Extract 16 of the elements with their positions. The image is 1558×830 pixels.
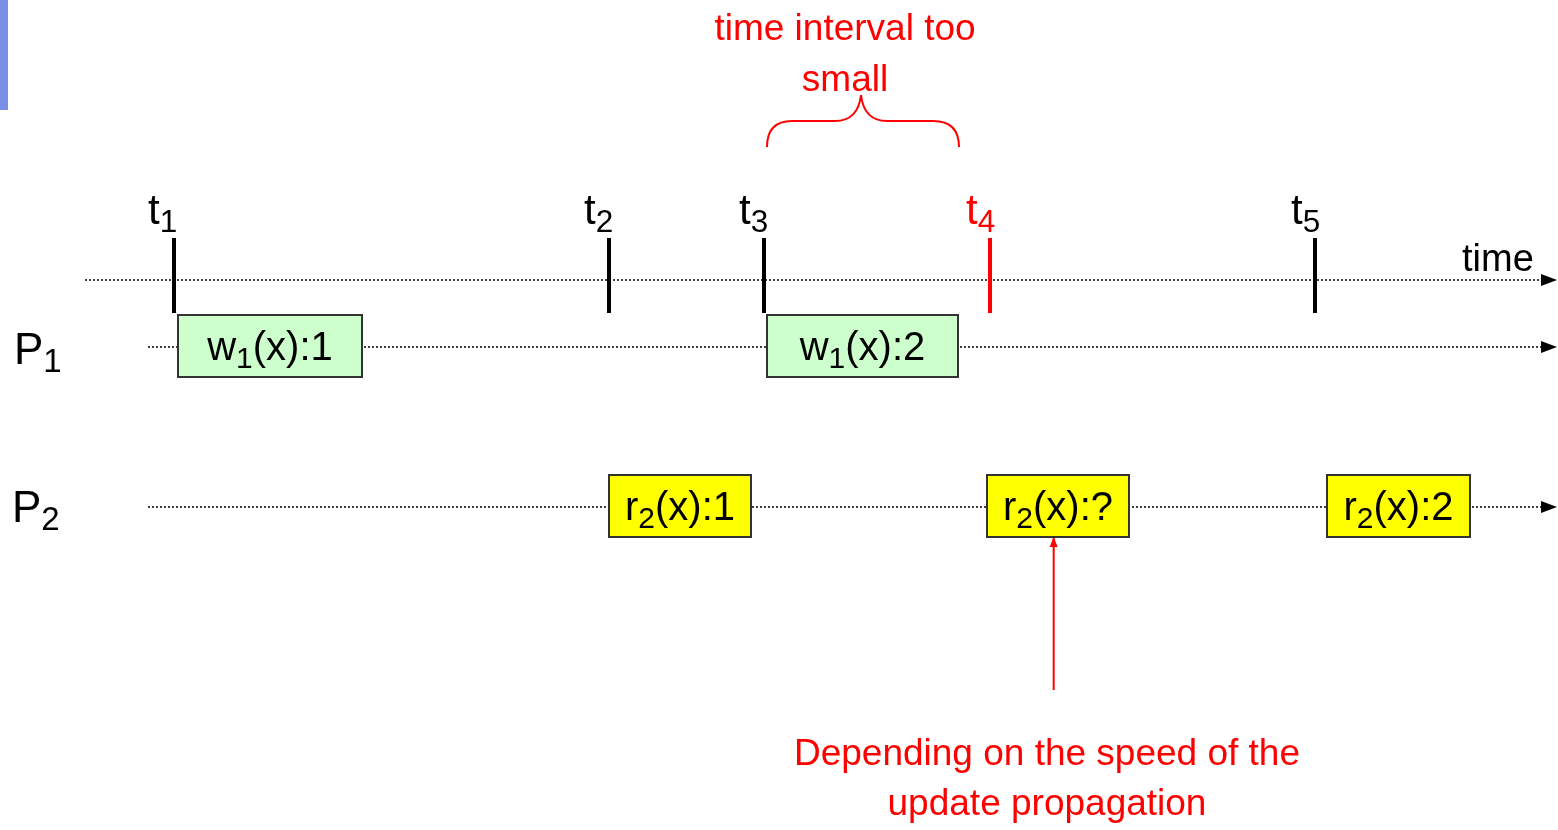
annotation-text: time interval too small	[713, 6, 977, 101]
tick-label: t$_{3}$	[739, 185, 770, 241]
read-operation-box: r$_{2}$(x):2	[1326, 474, 1471, 538]
process-label: P$_{2}$	[12, 481, 61, 540]
annotation-text: Depending on the speed of the update propagation	[780, 728, 1314, 828]
write-operation-box: w$_{1}$(x):1	[177, 314, 363, 378]
tick-label: t$_{5}$	[1291, 185, 1322, 241]
axis-label: time	[1462, 236, 1535, 281]
process-label: P$_{1}$	[14, 323, 63, 382]
tick-label: t$_{2}$	[584, 185, 615, 241]
read-operation-box: r$_{2}$(x):1	[608, 474, 752, 538]
tick-label: t$_{4}$	[966, 185, 997, 241]
read-operation-box: r$_{2}$(x):?	[986, 474, 1130, 538]
tick-label: t$_{1}$	[148, 185, 179, 241]
arrow	[1049, 537, 1058, 691]
write-operation-box: w$_{1}$(x):2	[766, 314, 959, 378]
